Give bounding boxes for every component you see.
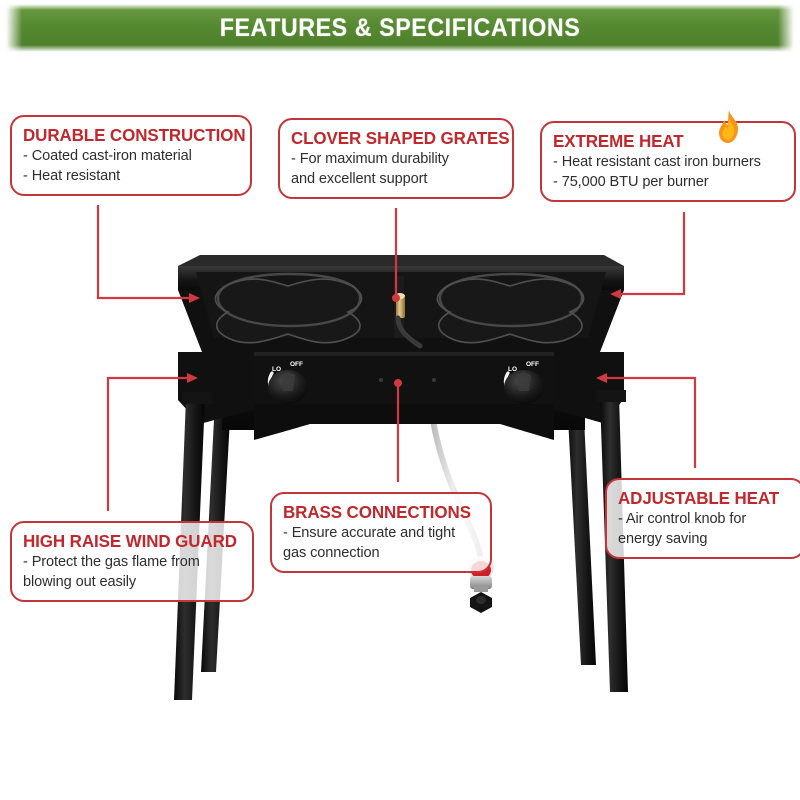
- svg-text:LO: LO: [272, 366, 281, 373]
- callout-title: BRASS CONNECTIONS: [283, 502, 471, 522]
- arrowhead-windguard: [187, 373, 198, 383]
- callout-clover-shaped-grates[interactable]: CLOVER SHAPED GRATES - For maximum durab…: [278, 118, 514, 199]
- callout-title: HIGH RAISE WIND GUARD: [23, 531, 237, 551]
- leader-extreme: [618, 212, 686, 296]
- stove-leg-back-right: [567, 398, 596, 665]
- leader-durable: [96, 205, 192, 300]
- callout-line: - Air control knob for: [618, 510, 747, 527]
- callout-line: - Heat resistant cast iron burners: [553, 153, 761, 170]
- callout-line: - Protect the gas flame from: [23, 553, 200, 570]
- callout-title: CLOVER SHAPED GRATES: [291, 128, 510, 148]
- callout-line: - For maximum durability: [291, 150, 449, 167]
- flame-icon: [719, 110, 739, 143]
- callout-adjustable-heat[interactable]: ADJUSTABLE HEAT - Air control knob for e…: [605, 478, 800, 559]
- clover-grate-right: [436, 272, 585, 344]
- callout-line: energy saving: [618, 530, 708, 547]
- callout-title: ADJUSTABLE HEAT: [618, 488, 780, 508]
- leader-windguard: [106, 376, 190, 511]
- callout-line: and excellent support: [291, 170, 428, 187]
- header-banner: [6, 4, 794, 52]
- svg-text:LO: LO: [508, 366, 517, 373]
- callout-extreme-heat[interactable]: EXTREME HEAT - Heat resistant cast iron …: [540, 110, 796, 202]
- arrowhead-durable: [189, 293, 200, 303]
- dot-brass: [394, 379, 402, 387]
- clover-grate-left: [214, 272, 363, 344]
- callout-line: - Coated cast-iron material: [23, 147, 192, 164]
- callout-line: - 75,000 BTU per burner: [553, 173, 709, 190]
- callout-high-raise-wind-guard[interactable]: HIGH RAISE WIND GUARD - Protect the gas …: [10, 521, 254, 602]
- callout-line: gas connection: [283, 544, 380, 561]
- control-knob-left: LO OFF: [267, 361, 308, 404]
- leader-adjustable: [604, 376, 697, 468]
- callout-line: - Heat resistant: [23, 167, 121, 184]
- callout-durable-construction[interactable]: DURABLE CONSTRUCTION - Coated cast-iron …: [10, 115, 252, 196]
- svg-text:OFF: OFF: [290, 361, 303, 368]
- callout-line: blowing out easily: [23, 573, 137, 590]
- callout-title: DURABLE CONSTRUCTION: [23, 125, 246, 145]
- callout-brass-connections[interactable]: BRASS CONNECTIONS - Ensure accurate and …: [270, 492, 492, 573]
- page-title: FEATURES & SPECIFICATIONS: [219, 14, 581, 42]
- callout-title: EXTREME HEAT: [553, 131, 684, 151]
- dot-clover: [392, 294, 400, 302]
- callout-line: - Ensure accurate and tight: [283, 524, 456, 541]
- control-knob-right: LO OFF: [503, 361, 544, 404]
- arrowhead-adjustable: [596, 373, 607, 383]
- svg-text:OFF: OFF: [526, 361, 539, 368]
- arrowhead-extreme: [610, 289, 621, 299]
